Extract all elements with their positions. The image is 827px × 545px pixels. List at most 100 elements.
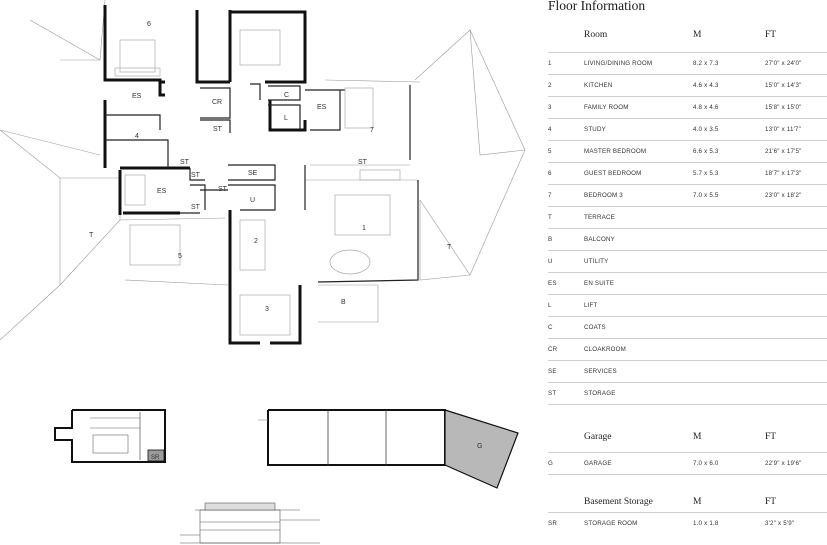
panel-title: Floor Information [548,0,646,13]
en-suite-2-label: ES [317,104,327,111]
storage-3-label: ST [358,159,368,166]
room-row: T TERRACE [548,206,827,229]
room-row-ft: 13'0" x 11'7" [765,126,802,133]
room-row-name: KITCHEN [584,82,613,89]
room-row-m: 4.6 x 4.3 [693,82,719,89]
storage-1-label: ST [213,126,223,133]
en-suite-1-label: ES [132,93,142,100]
room-2-label: 2 [254,238,258,245]
basement-row-m: 1.0 x 1.8 [693,520,719,527]
room-row-num: ST [548,390,557,397]
room-3-label: 3 [265,306,269,313]
services-label: SE [248,170,258,177]
basement-meters-header: M [693,497,702,507]
garage-label: G [477,443,482,450]
room-row-name: EN SUITE [584,280,615,287]
room-row-num: U [548,258,553,265]
roof-outlines [0,0,526,341]
room-row: SE SERVICES [548,360,827,383]
garage-row-num: G [548,460,554,467]
room-row-name: UTILITY [584,258,609,265]
room-row-m: 7.0 x 5.5 [693,192,719,199]
room-row-m: 5.7 x 5.3 [693,170,719,177]
utility-label: U [250,197,255,204]
room-row-name: MASTER BEDROOM [584,148,647,155]
room-row-num: 1 [548,60,552,67]
basement-row-ft: 3'2" x 5'9" [765,520,795,527]
room-row-ft: 18'7" x 17'3" [765,170,802,177]
basement-row-name: STORAGE ROOM [584,520,638,527]
room-row-num: 4 [548,126,552,133]
furniture [114,29,401,336]
room-row-ft: 27'0" x 24'0" [765,60,802,67]
room-row-num: T [548,214,552,221]
lift-label: L [284,115,288,122]
room-row-num: C [548,324,553,331]
room-1-label: 1 [362,225,366,232]
room-row-num: 5 [548,148,552,155]
room-row: L LIFT [548,294,827,317]
room-row-num: CR [548,346,558,353]
room-row-num: 3 [548,104,552,111]
room-row: ES EN SUITE [548,272,827,295]
storage-2-label: ST [180,159,190,166]
room-row-num: L [548,302,552,309]
room-6-label: 6 [147,21,151,28]
terrace-left-label: T [89,232,94,239]
garage-row-m: 7.0 x 6.0 [693,460,719,467]
garage-plan: G [258,409,519,489]
room-row-num: SE [548,368,557,375]
interior-walls [105,83,419,283]
garage-title: Garage [584,432,612,442]
room-row-ft: 23'0" x 18'2" [765,192,802,199]
room-row-m: 4.0 x 3.5 [693,126,719,133]
room-column-header: Room [584,30,608,40]
room-row-name: GUEST BEDROOM [584,170,642,177]
room-row-name: LIFT [584,302,598,309]
room-row-name: BALCONY [584,236,615,243]
basement-title: Basement Storage [584,497,653,507]
room-row-name: SERVICES [584,368,617,375]
storage-4-label: ST [191,172,201,179]
terrace-right-label: T [447,244,452,251]
cloakroom-label: CR [212,99,222,106]
room-row: 6 GUEST BEDROOM 5.7 x 5.3 18'7" x 17'3" [548,162,827,185]
room-row-name: FAMILY ROOM [584,104,629,111]
storage-6-label: ST [191,204,201,211]
room-row-name: STORAGE [584,390,616,397]
basement-row: SR STORAGE ROOM 1.0 x 1.8 3'2" x 5'9" [548,512,827,535]
storage-room-label: SR [151,455,160,461]
feet-column-header: FT [765,30,777,40]
room-row-num: 7 [548,192,552,199]
garage-feet-header: FT [765,432,777,442]
floor-plan: 6 ES 4 CR ST C L ES 7 ST ST ST SE ES ST … [0,0,526,544]
room-row-m: 4.8 x 4.6 [693,104,719,111]
garage-bottom-rule [548,474,827,475]
room-row: U UTILITY [548,250,827,273]
room-row-num: 6 [548,170,552,177]
room-row-num: ES [548,280,557,287]
exterior-walls [103,5,307,345]
room-row: ST STORAGE [548,382,827,405]
coats-label: C [284,92,289,99]
room-5-label: 5 [178,253,182,260]
room-labels: 6 ES 4 CR ST C L ES 7 ST ST ST SE ES ST … [89,21,452,313]
table-bottom-rule [548,404,827,405]
elevation-drawing [180,502,320,544]
basement-feet-header: FT [765,497,777,507]
room-row: 7 BEDROOM 3 7.0 x 5.5 23'0" x 18'2" [548,184,827,207]
room-row-num: B [548,236,553,243]
room-row-name: STUDY [584,126,606,133]
room-row-name: BEDROOM 3 [584,192,623,199]
room-row-m: 6.6 x 5.3 [693,148,719,155]
room-row-name: TERRACE [584,214,615,221]
room-row-num: 2 [548,82,552,89]
garage-row-ft: 22'9" x 19'6" [765,460,802,467]
room-4-label: 4 [135,133,139,140]
basement-row-num: SR [548,520,557,527]
